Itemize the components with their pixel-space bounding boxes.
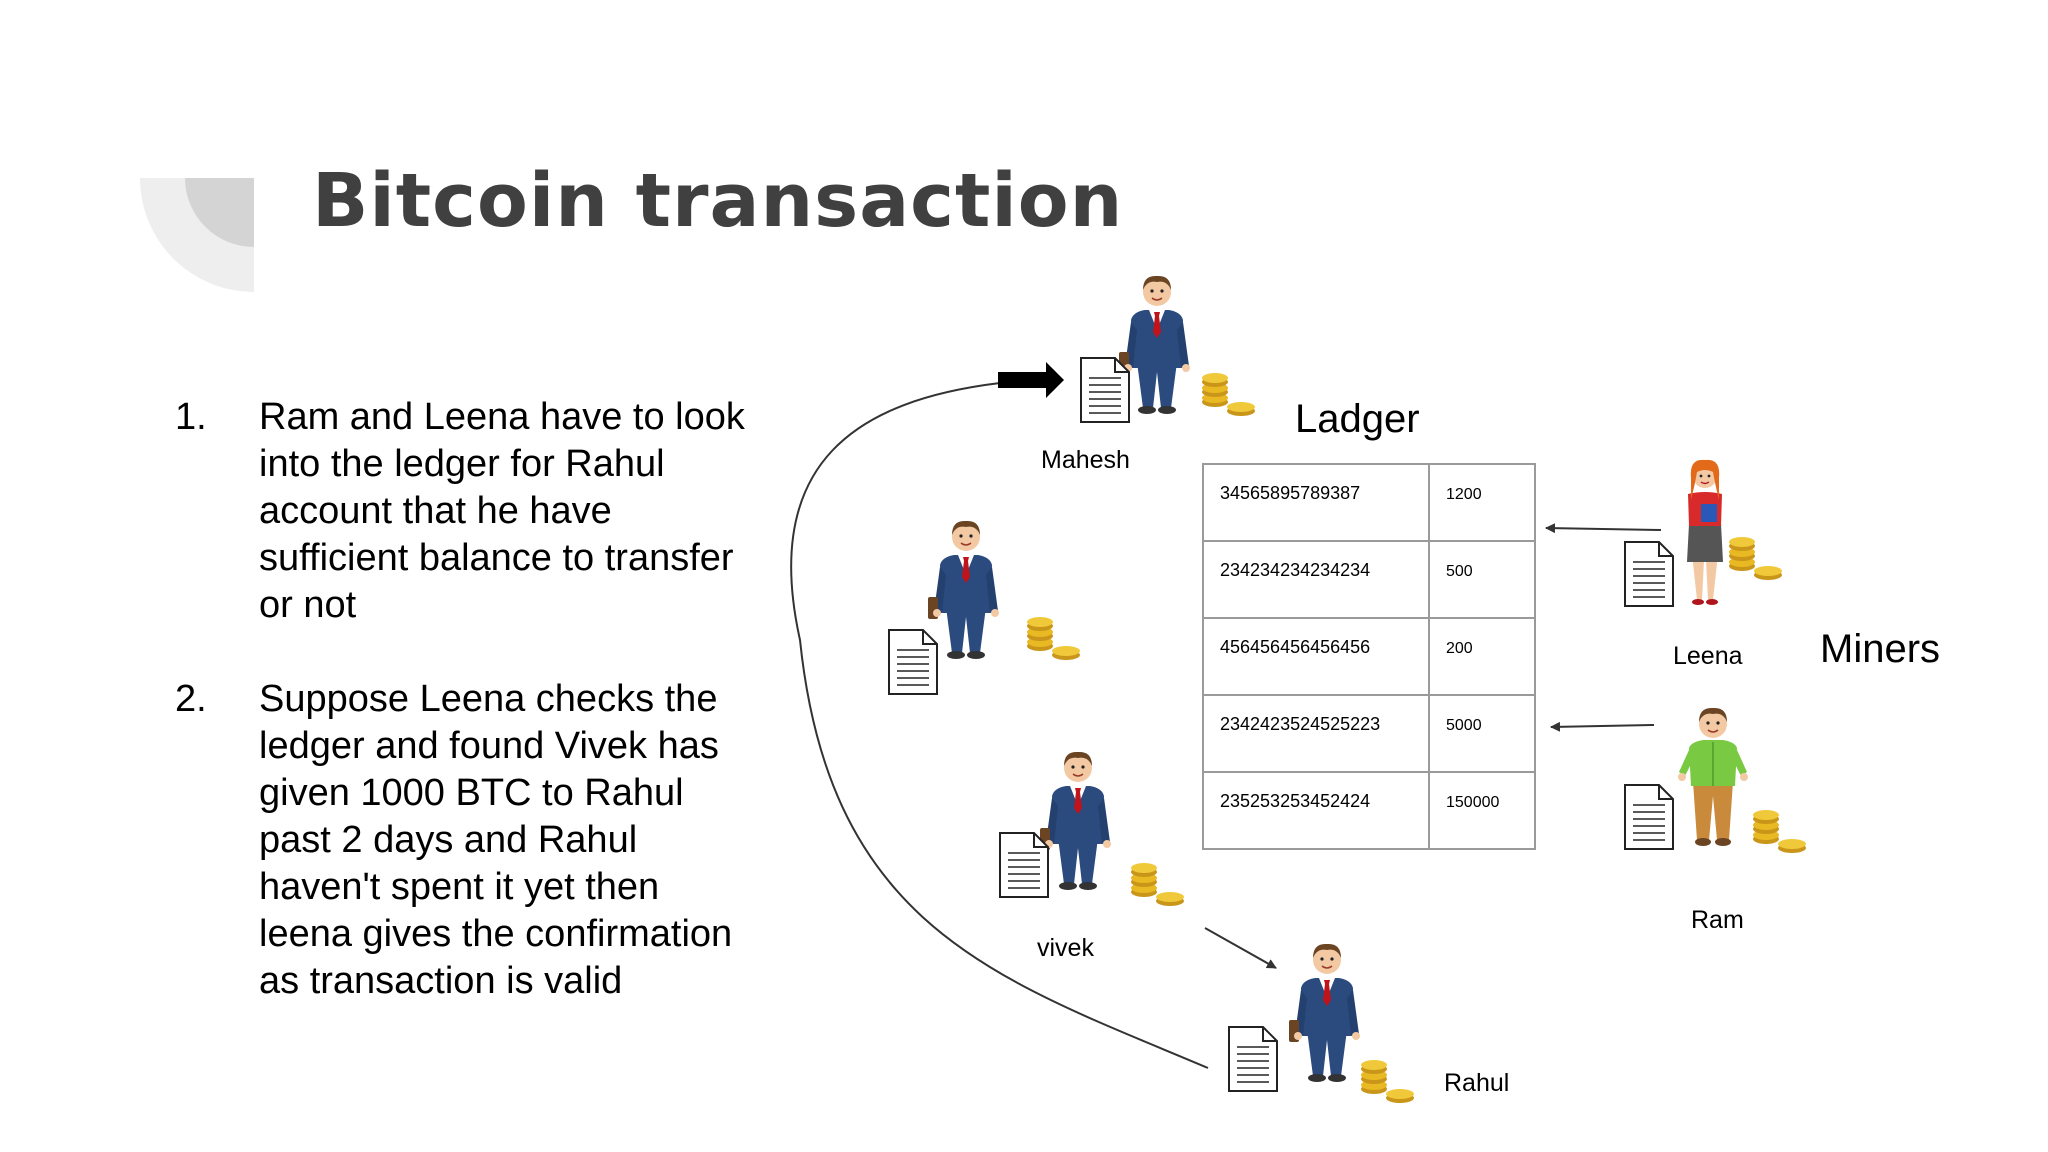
list-item-text: Suppose Leena checks the ledger and foun… bbox=[259, 678, 733, 1002]
ledger-account-id: 456456456456456 bbox=[1202, 617, 1430, 696]
person-label-mahesh: Mahesh bbox=[1041, 446, 1130, 474]
person-label-leena: Leena bbox=[1673, 642, 1743, 670]
arrow-icon bbox=[1550, 721, 1655, 732]
businessman-icon bbox=[927, 520, 1000, 660]
ledger-title: Ladger bbox=[1295, 397, 1420, 441]
coin-stack-icon bbox=[1361, 1060, 1414, 1103]
ledger-amount: 500 bbox=[1428, 540, 1536, 619]
miners-label: Miners bbox=[1820, 627, 1941, 671]
woman-icon bbox=[1686, 459, 1724, 606]
person-label-rahul: Rahul bbox=[1444, 1069, 1510, 1097]
businessman-icon bbox=[1039, 751, 1112, 891]
table-row: 456456456456456 200 bbox=[1202, 617, 1536, 696]
ledger-amount: 150000 bbox=[1428, 771, 1536, 850]
arrow-icon bbox=[998, 362, 1064, 398]
table-row: 34565895789387 1200 bbox=[1202, 463, 1536, 542]
document-icon bbox=[1228, 1026, 1278, 1092]
businessman-icon bbox=[1288, 943, 1361, 1083]
person-label-vivek: vivek bbox=[1037, 934, 1094, 962]
person-label-ram: Ram bbox=[1691, 906, 1744, 934]
ledger-amount: 200 bbox=[1428, 617, 1536, 696]
flow-curve bbox=[790, 382, 1209, 1069]
document-icon bbox=[1624, 541, 1674, 607]
ledger-amount: 5000 bbox=[1428, 694, 1536, 773]
ledger-amount: 1200 bbox=[1428, 463, 1536, 542]
man-green-shirt-icon bbox=[1677, 707, 1749, 847]
table-row: 234234234234234 500 bbox=[1202, 540, 1536, 619]
list-item-text: Ram and Leena have to look into the ledg… bbox=[259, 396, 745, 626]
coin-stack-icon bbox=[1729, 537, 1782, 580]
coin-stack-icon bbox=[1027, 617, 1080, 660]
arrow-icon bbox=[1545, 523, 1662, 534]
explanation-list: 1. Ram and Leena have to look into the l… bbox=[170, 394, 760, 1052]
document-icon bbox=[888, 629, 938, 695]
document-icon bbox=[1624, 784, 1674, 850]
coin-stack-icon bbox=[1753, 810, 1806, 853]
ledger-account-id: 234234234234234 bbox=[1202, 540, 1430, 619]
table-row: 2342423524525223 5000 bbox=[1202, 694, 1536, 773]
arrow-icon bbox=[1204, 927, 1277, 969]
list-item-number: 1. bbox=[175, 396, 207, 438]
list-item: 2. Suppose Leena checks the ledger and f… bbox=[170, 676, 760, 1005]
list-item-number: 2. bbox=[175, 678, 207, 720]
ledger-account-id: 235253253452424 bbox=[1202, 771, 1430, 850]
coin-stack-icon bbox=[1131, 863, 1184, 906]
document-icon bbox=[999, 832, 1049, 898]
slide-title: Bitcoin transaction bbox=[312, 158, 1124, 244]
ledger-account-id: 2342423524525223 bbox=[1202, 694, 1430, 773]
ledger-table: 34565895789387 1200 234234234234234 500 … bbox=[1202, 463, 1536, 850]
table-row: 235253253452424 150000 bbox=[1202, 771, 1536, 850]
document-icon bbox=[1080, 357, 1130, 423]
corner-decoration bbox=[140, 178, 254, 292]
ledger-account-id: 34565895789387 bbox=[1202, 463, 1430, 542]
coin-stack-icon bbox=[1202, 373, 1255, 416]
list-item: 1. Ram and Leena have to look into the l… bbox=[170, 394, 760, 629]
